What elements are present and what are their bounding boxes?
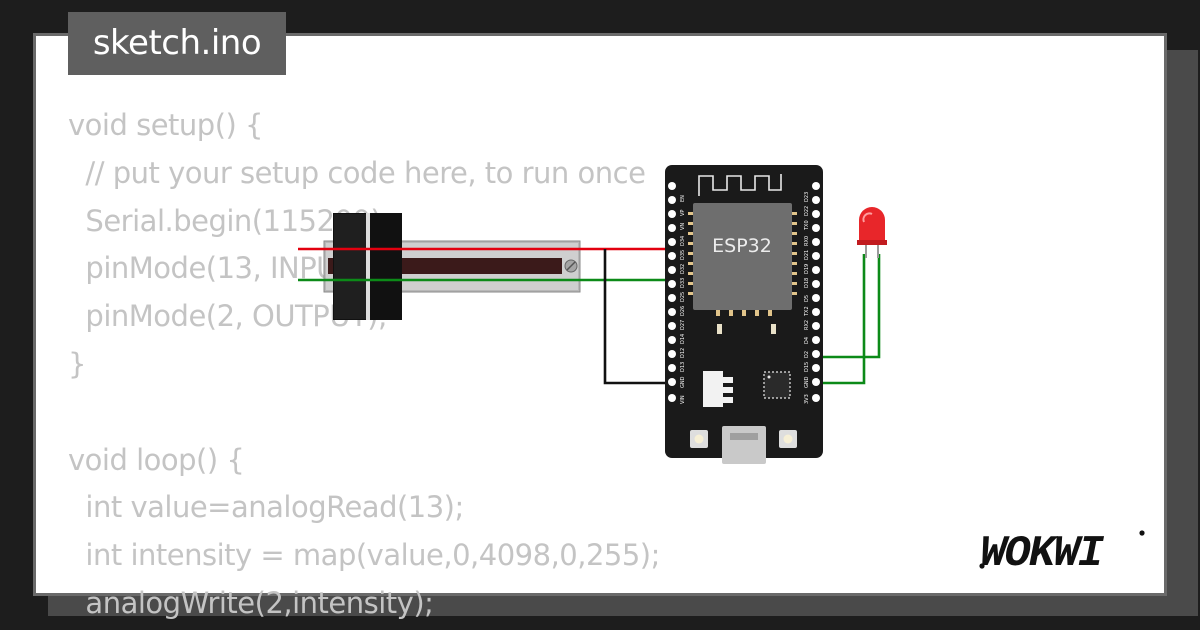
pin-label: D2: [804, 351, 810, 358]
pin-label: D12: [680, 348, 686, 358]
pin-label: 3V3: [804, 394, 810, 404]
pin-label: TX2: [804, 306, 810, 317]
pin-label: GND: [804, 376, 810, 388]
pin-label: TX0: [804, 220, 810, 231]
pin-label: D32: [680, 264, 686, 274]
pin-label: D19: [804, 264, 810, 274]
pin-label: RX0: [804, 236, 810, 246]
code-preview: void setup() { // put your setup code he…: [68, 102, 660, 628]
code-preview-card: void setup() { // put your setup code he…: [33, 33, 1167, 620]
pin-header-left: [668, 182, 676, 402]
pin-label: D22: [804, 206, 810, 216]
pin-label: D14: [680, 334, 686, 344]
pin-label: D13: [680, 362, 686, 372]
pin-label: D23: [804, 192, 810, 202]
pin-label: VIN: [680, 395, 686, 404]
pin-label: D25: [680, 292, 686, 302]
led-icon: [859, 207, 885, 242]
wokwi-logo: WOKWI: [979, 529, 1145, 579]
pin-label: GND: [680, 376, 686, 388]
board-label: ESP32: [712, 235, 772, 257]
pin-label: EN: [680, 195, 686, 202]
pin-label: D15: [804, 362, 810, 372]
reset-button[interactable]: [779, 430, 797, 448]
wire-black: [603, 249, 672, 385]
code-line: // put your setup code here, to run once: [68, 155, 646, 190]
pin-label: D26: [680, 306, 686, 316]
led-component[interactable]: [857, 207, 887, 258]
boot-button[interactable]: [690, 430, 708, 448]
pin-label: VP: [680, 210, 686, 216]
wire-green-led-cathode: [816, 254, 866, 385]
esp32-board: ESP32: [665, 165, 823, 464]
pin-label: D33: [680, 278, 686, 288]
pin-label: VN: [680, 223, 686, 230]
code-line: }: [68, 346, 86, 381]
code-line: int intensity = map(value,0,4098,0,255);: [68, 538, 660, 573]
code-line: int value=analogRead(13);: [68, 490, 464, 525]
antenna-icon: [698, 174, 782, 196]
pin-label: RX2: [804, 320, 810, 330]
pin-label: D35: [680, 250, 686, 260]
logo-text: WOKWI: [980, 529, 1105, 579]
slider-knob[interactable]: [333, 213, 402, 320]
wire-green-led-anode: [816, 254, 881, 359]
pin-header-right: [812, 182, 820, 402]
pin-label: D27: [680, 320, 686, 330]
code-line: void loop() {: [68, 442, 245, 477]
code-line: void setup() {: [68, 108, 263, 142]
pin-label: D18: [804, 278, 810, 288]
slide-potentiometer: [323, 213, 581, 320]
code-line: analogWrite(2,intensity);: [68, 585, 434, 620]
file-tab[interactable]: sketch.ino: [68, 12, 286, 75]
usb-chip-icon: [763, 371, 791, 399]
usb-port-icon: [722, 426, 766, 464]
pin-label: D21: [804, 250, 810, 260]
pin-label: D34: [680, 236, 686, 246]
code-line: pinMode(2, OUTPUT);: [68, 299, 388, 334]
pin-label: D5: [804, 295, 810, 302]
pin-label: D4: [804, 337, 810, 344]
